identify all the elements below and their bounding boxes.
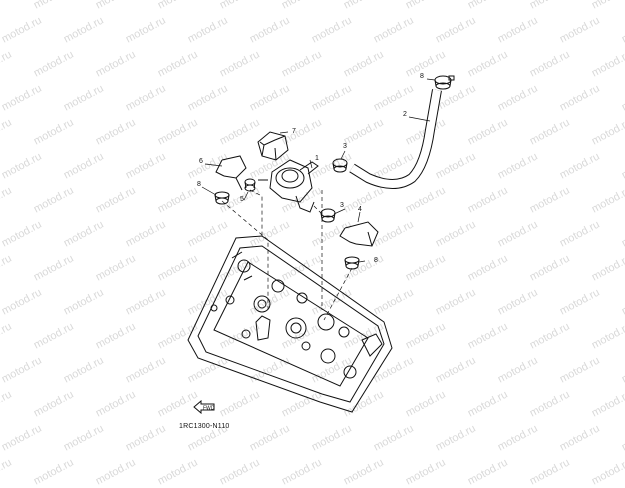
clamp-right-part-8 — [344, 256, 360, 270]
leader-lines — [201, 78, 436, 321]
callout-2: 2 — [403, 111, 407, 118]
callout-3-lower: 3 — [340, 202, 344, 209]
callout-5: 5 — [240, 196, 244, 203]
diagram-code: 1RC1300-N110 — [179, 423, 230, 430]
reed-valve-assembly-part-1 — [258, 159, 319, 213]
callout-1: 1 — [315, 155, 319, 162]
exploded-parts-diagram — [187, 75, 455, 413]
cylinder-head-cover — [187, 235, 393, 413]
air-hose-part-2 — [349, 89, 442, 189]
callout-8-right: 8 — [374, 257, 378, 264]
fwd-arrow-icon: FWD — [193, 400, 215, 414]
short-hose-part-4 — [339, 221, 379, 247]
clamp-upper-part-3 — [332, 158, 348, 173]
hose-clamp-top-part-8 — [434, 75, 455, 90]
clamp-lower-part-3 — [320, 208, 336, 223]
clamp-part-5 — [244, 178, 256, 192]
callout-3-upper: 3 — [343, 143, 347, 150]
callout-7: 7 — [292, 128, 296, 135]
callout-6: 6 — [199, 158, 203, 165]
callout-8-top: 8 — [420, 73, 424, 80]
callout-8-left: 8 — [197, 181, 201, 188]
fwd-label: FWD — [203, 406, 215, 412]
clamp-left-part-8 — [214, 191, 230, 205]
elbow-hose-part-6 — [215, 155, 247, 191]
cover-cap-part-7 — [257, 131, 289, 161]
callout-4: 4 — [358, 206, 362, 213]
